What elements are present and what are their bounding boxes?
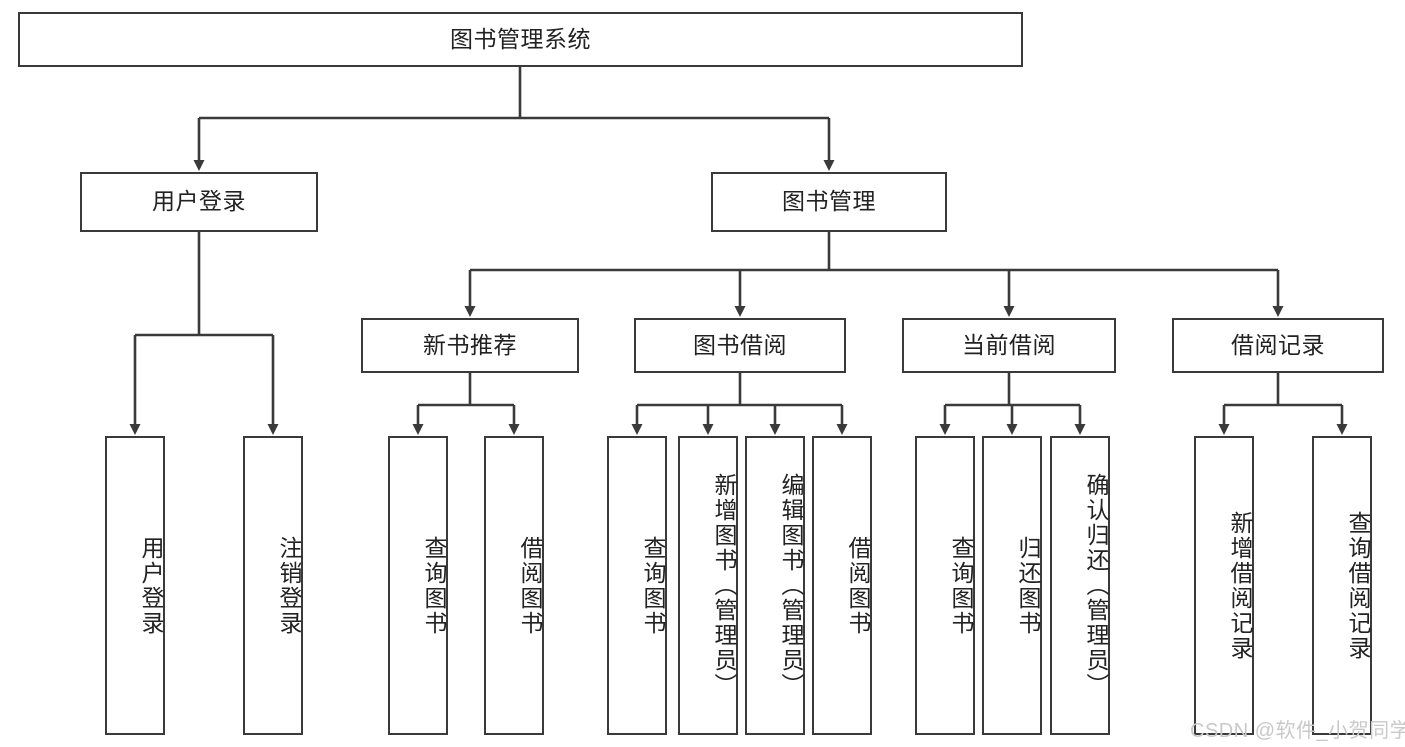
node-leaf-label: 注销登录 — [276, 535, 302, 636]
node-l3-label: 当前借阅 — [962, 331, 1056, 358]
node-leaf-5[interactable]: 新增图书（管理员） — [678, 436, 738, 735]
node-l2-1[interactable]: 图书管理 — [711, 172, 947, 232]
node-leaf-9[interactable]: 归还图书 — [982, 436, 1042, 735]
node-l2-0[interactable]: 用户登录 — [80, 172, 318, 232]
node-l3-label: 借阅记录 — [1231, 331, 1325, 358]
node-leaf-12[interactable]: 查询借阅记录 — [1312, 436, 1372, 735]
node-l3-0[interactable]: 新书推荐 — [361, 318, 579, 373]
node-leaf-label: 查询图书 — [421, 535, 447, 636]
node-leaf-0[interactable]: 用户登录 — [105, 436, 165, 735]
node-leaf-10[interactable]: 确认归还（管理员） — [1050, 436, 1110, 735]
node-l3-label: 图书借阅 — [693, 331, 787, 358]
node-leaf-label: 查询图书 — [948, 535, 974, 636]
node-leaf-7[interactable]: 借阅图书 — [812, 436, 872, 735]
csdn-watermark: CSDN @软件_小贺同学 — [1190, 720, 1405, 742]
node-l3-3[interactable]: 借阅记录 — [1172, 318, 1384, 373]
node-leaf-11[interactable]: 新增借阅记录 — [1194, 436, 1254, 735]
node-leaf-label: 用户登录 — [138, 535, 164, 636]
node-leaf-label: 归还图书 — [1015, 535, 1041, 636]
node-root-title[interactable]: 图书管理系统 — [18, 12, 1023, 67]
node-l3-1[interactable]: 图书借阅 — [634, 318, 846, 373]
node-leaf-label: 新增借阅记录 — [1227, 510, 1253, 661]
node-leaf-label: 借阅图书 — [517, 535, 543, 636]
node-leaf-6[interactable]: 编辑图书（管理员） — [745, 436, 805, 735]
node-leaf-label: 编辑图书（管理员） — [778, 473, 804, 698]
node-leaf-label: 新增图书（管理员） — [711, 473, 737, 698]
node-leaf-label: 查询图书 — [640, 535, 666, 636]
node-l3-2[interactable]: 当前借阅 — [902, 318, 1116, 373]
node-leaf-label: 确认归还（管理员） — [1083, 473, 1109, 698]
node-l2-label: 用户登录 — [152, 188, 246, 215]
node-leaf-label: 借阅图书 — [845, 535, 871, 636]
node-leaf-3[interactable]: 借阅图书 — [484, 436, 544, 735]
node-leaf-8[interactable]: 查询图书 — [915, 436, 975, 735]
node-l2-label: 图书管理 — [782, 188, 876, 215]
node-leaf-1[interactable]: 注销登录 — [243, 436, 303, 735]
node-leaf-4[interactable]: 查询图书 — [607, 436, 667, 735]
node-leaf-2[interactable]: 查询图书 — [388, 436, 448, 735]
node-l3-label: 新书推荐 — [423, 331, 517, 358]
node-leaf-label: 查询借阅记录 — [1345, 510, 1371, 661]
